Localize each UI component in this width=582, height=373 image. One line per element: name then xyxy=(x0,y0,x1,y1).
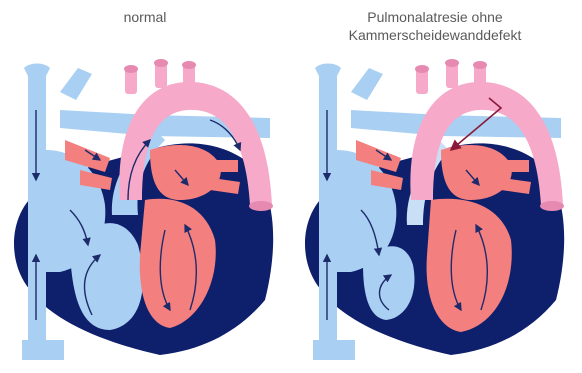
vena-cava-top xyxy=(24,64,50,77)
aortic-branch-end xyxy=(182,61,196,69)
aortic-branch-end xyxy=(154,59,168,67)
heart-diagram-normal xyxy=(0,0,291,373)
descending-aorta-end xyxy=(540,201,564,211)
pulmonary-vein-right xyxy=(210,160,238,172)
aortic-branch-end xyxy=(473,61,487,69)
aortic-branch-end xyxy=(445,59,459,67)
aortic-branch-end xyxy=(415,65,429,73)
heart-illustration xyxy=(14,59,273,360)
pulmonary-branch-upper xyxy=(351,68,383,100)
pulmonary-branch-upper xyxy=(60,68,92,100)
heart-diagram-pulmonary-atresia xyxy=(291,0,582,373)
vena-cava-top xyxy=(315,64,341,77)
descending-aorta-end xyxy=(249,201,273,211)
aortic-branch-end xyxy=(124,65,138,73)
heart-illustration xyxy=(305,59,564,360)
pulmonary-vein-right xyxy=(501,160,529,172)
